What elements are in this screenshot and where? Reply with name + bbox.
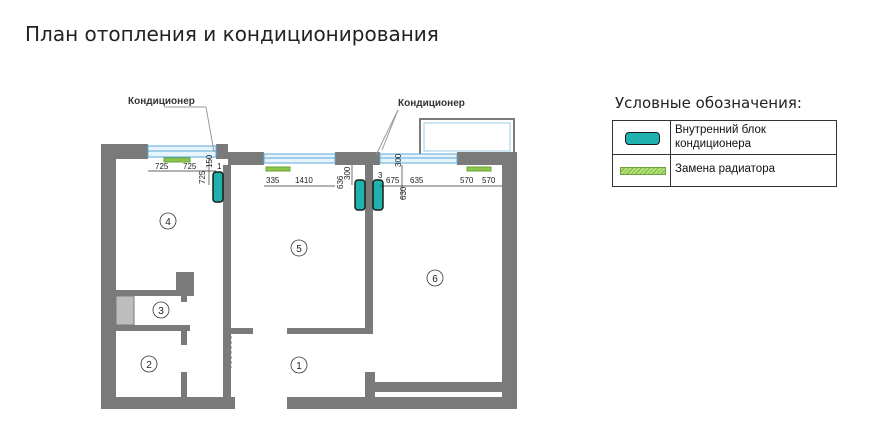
wall-int-3-2	[116, 325, 190, 331]
balcony	[419, 118, 515, 156]
wall-left-outer	[101, 144, 116, 409]
wall-int-stub	[176, 272, 194, 296]
room-number-2: 2	[146, 360, 152, 371]
room-marker-3	[152, 301, 170, 319]
ac-units	[212, 171, 384, 211]
ac-unit-room6	[372, 179, 384, 211]
radiators	[163, 157, 492, 172]
radiator-symbol-icon	[620, 167, 666, 175]
room-markers	[140, 212, 444, 374]
room-number-5: 5	[296, 244, 302, 255]
room-number-6: 6	[432, 274, 438, 285]
wall-int-4-3	[116, 290, 182, 296]
wall-top-room5-b	[335, 152, 380, 165]
dim-636: 636	[336, 175, 345, 189]
wall-int-5-1	[287, 328, 373, 334]
wall-int-4-5	[223, 165, 231, 397]
page-title: План отопления и кондиционирования	[25, 22, 439, 46]
callout-leaders	[164, 106, 399, 156]
wall-top-room4-b	[216, 144, 228, 159]
dim-630: 630	[399, 186, 408, 200]
dim-150: 150	[205, 154, 214, 168]
radiator-room6	[466, 166, 492, 172]
dim-570b: 570	[482, 176, 496, 185]
dim-1: 1	[217, 162, 222, 171]
ac-unit-room5	[354, 179, 366, 211]
wall-int-2-right	[181, 372, 187, 397]
legend-table: Внутренний блок кондиционера Замена ради…	[612, 120, 837, 187]
dimension-lines	[148, 158, 502, 200]
legend-divider	[670, 121, 671, 154]
legend-divider	[670, 155, 671, 186]
legend-label-radiator: Замена радиатора	[675, 163, 775, 175]
wall-int-5-1-left	[231, 328, 253, 334]
room-number-3: 3	[158, 306, 164, 317]
walls	[101, 144, 517, 409]
wall-bottom-mid	[287, 397, 517, 409]
wall-int-5-6	[365, 165, 373, 333]
doors	[224, 336, 232, 368]
dim-3: 3	[378, 171, 383, 180]
ac-unit-symbol-icon	[625, 132, 660, 145]
dim-335: 335	[266, 176, 280, 185]
callout-ac-left: Кондиционер	[128, 96, 195, 107]
wall-top-room4-a	[101, 144, 148, 159]
dim-300b: 300	[394, 153, 403, 167]
room-marker-1	[290, 356, 308, 374]
dim-675: 675	[386, 176, 400, 185]
room-number-1: 1	[296, 361, 302, 372]
dim-1410: 1410	[295, 176, 313, 185]
dimension-texts: 725 725 1 725 150 335 1410 636 300 3 675…	[155, 153, 496, 200]
dim-725b: 725	[183, 162, 197, 171]
radiator-room4	[163, 157, 191, 163]
ac-unit-room4	[212, 171, 224, 203]
wall-notch	[228, 152, 264, 165]
callout-ac-right: Кондиционер	[398, 98, 465, 109]
room-number-4: 4	[165, 217, 171, 228]
legend-row-ac: Внутренний блок кондиционера	[613, 121, 836, 155]
dim-300a: 300	[343, 166, 352, 180]
room-marker-5	[290, 239, 308, 257]
legend-label-ac: Внутренний блок кондиционера	[675, 124, 766, 150]
wall-int-3-right	[181, 325, 187, 345]
wall-bottom-step-b	[365, 382, 517, 392]
dim-725a: 725	[155, 162, 169, 171]
radiator-room5	[265, 166, 291, 172]
windows	[147, 145, 458, 164]
room-marker-2	[140, 355, 158, 373]
dim-570a: 570	[460, 176, 474, 185]
shaft	[115, 295, 135, 326]
legend-row-radiator: Замена радиатора	[613, 155, 836, 186]
room-numbers: 4 5 6 3 2 1	[146, 217, 438, 372]
dim-635: 635	[410, 176, 424, 185]
dim-725v: 725	[198, 170, 207, 184]
wall-int-3-a	[181, 296, 187, 302]
wall-right	[502, 152, 517, 409]
legend-title: Условные обозначения:	[615, 94, 802, 112]
room-marker-4	[159, 212, 177, 230]
wall-bottom-left	[101, 397, 235, 409]
room-marker-6	[426, 269, 444, 287]
